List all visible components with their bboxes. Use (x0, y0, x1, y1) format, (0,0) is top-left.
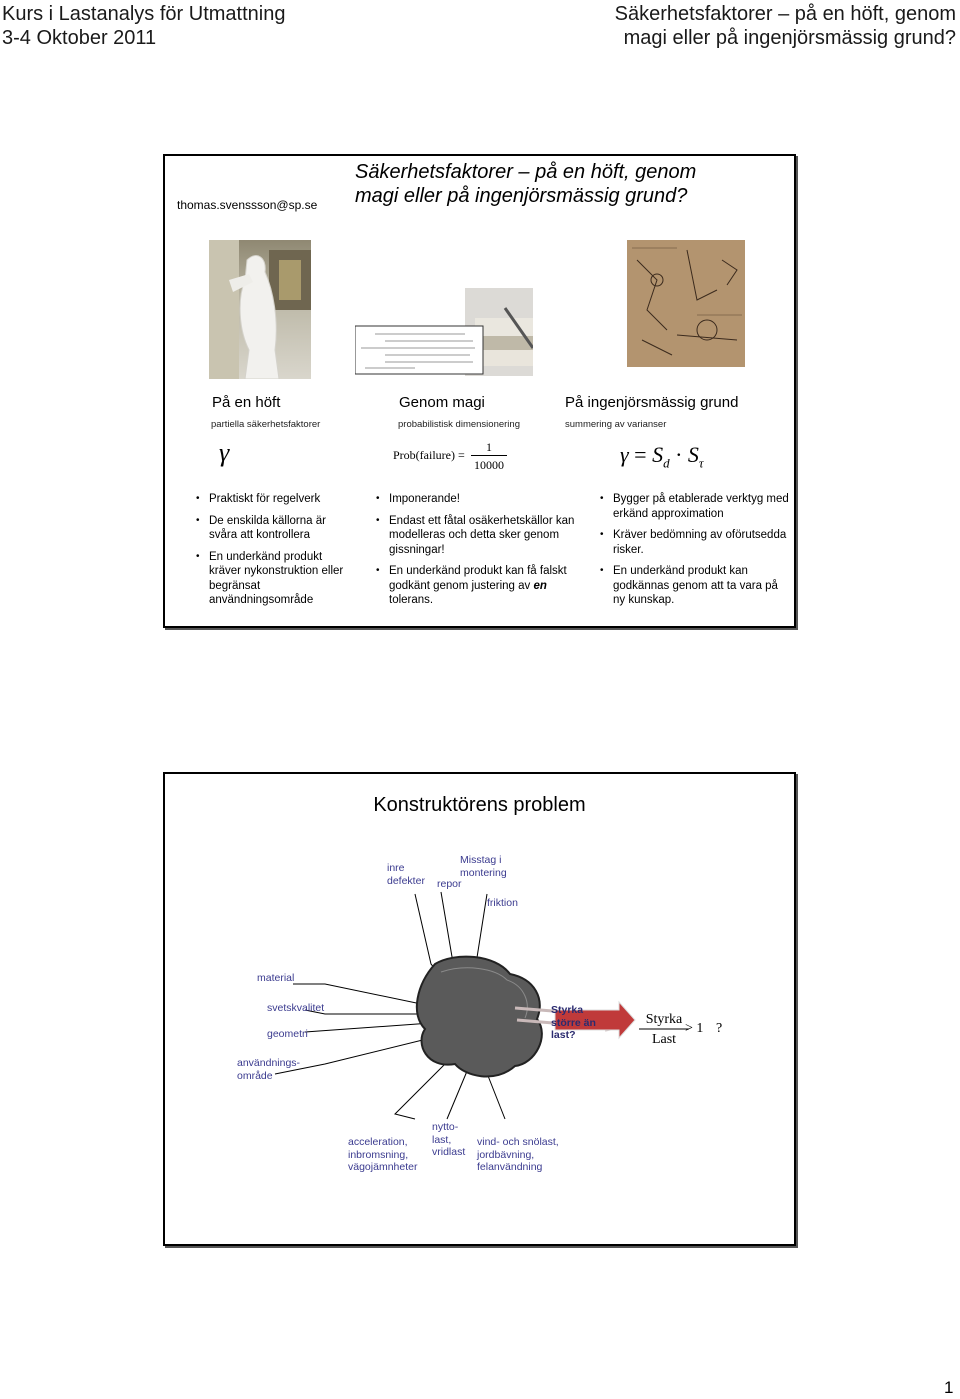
engineering-sketch-image (627, 240, 745, 367)
bullet: En underkänd produkt kan få falskt godkä… (375, 564, 575, 608)
document-title-line2: magi eller på ingenjörsmässig grund? (615, 26, 956, 50)
bullets-ingenjor: Bygger på etablerade verktyg med erkänd … (599, 492, 789, 615)
document-title: Säkerhetsfaktorer – på en höft, genom ma… (615, 2, 956, 50)
ratio-numerator: Styrka (639, 1012, 689, 1028)
label-svetskvalitet: svetskvalitet (267, 1002, 324, 1015)
page-number: 1 (944, 1378, 953, 1398)
slide-title-line2: magi eller på ingenjörsmässig grund? (355, 184, 696, 208)
prob-formula-lhs: Prob(failure) = (393, 448, 465, 463)
column-heading-ingenjor: På ingenjörsmässig grund (565, 394, 738, 411)
column-sub-magi: probabilistisk dimensionering (398, 419, 520, 430)
prob-formula-num: 1 (471, 439, 507, 456)
label-geometri: geometri (267, 1028, 308, 1041)
styrka-storre-an-last: Styrka större än last? (551, 1004, 607, 1042)
label-repor: repor (437, 878, 462, 891)
bullets-hoft: Praktiskt för regelverk De enskilda käll… (195, 492, 355, 615)
bullet: Kräver bedömning av oförutsedda risker. (599, 528, 789, 557)
slide-title-line1: Säkerhetsfaktorer – på en höft, genom (355, 160, 696, 184)
course-date: 3-4 Oktober 2011 (2, 26, 285, 50)
ratio-question: ? (716, 1021, 722, 1037)
label-vindlast: vind- och snölast, jordbävning, felanvän… (477, 1136, 567, 1174)
probabilistic-formulas-image (355, 288, 533, 376)
slide-title: Säkerhetsfaktorer – på en höft, genom ma… (355, 160, 696, 208)
component-blob (417, 957, 542, 1077)
slide-1: thomas.svenssson@sp.se Säkerhetsfaktorer… (163, 154, 796, 628)
label-acceleration: acceleration, inbromsning, vägojämnheter (348, 1136, 428, 1174)
bullet: Bygger på etablerade verktyg med erkänd … (599, 492, 789, 521)
document-title-line1: Säkerhetsfaktorer – på en höft, genom (615, 2, 956, 26)
column-heading-hoft: På en höft (212, 394, 280, 411)
gamma-formula: γ (219, 438, 229, 468)
course-title: Kurs i Lastanalys för Utmattning 3-4 Okt… (2, 2, 285, 50)
statue-photo (209, 240, 311, 379)
column-sub-ingenjor: summering av varianser (565, 419, 666, 430)
load-diagram (165, 774, 794, 1244)
bullet: En underkänd produkt kräver nykonstrukti… (195, 550, 355, 608)
prob-formula-den: 10000 (471, 458, 507, 473)
label-inre-defekter: inre defekter (387, 862, 431, 887)
course-name: Kurs i Lastanalys för Utmattning (2, 2, 285, 26)
label-friktion: friktion (487, 897, 518, 910)
bullet: En underkänd produkt kan godkännas genom… (599, 564, 789, 608)
column-sub-hoft: partiella säkerhetsfaktorer (211, 419, 320, 430)
ratio-comparison: > 1 (685, 1021, 703, 1037)
label-anvandningsomrade: användnings- område (237, 1057, 307, 1082)
label-misstag-montering: Misstag i montering (460, 854, 516, 879)
bullet: Endast ett fåtal osäkerhetskällor kan mo… (375, 514, 575, 558)
ratio-denominator: Last (639, 1032, 689, 1048)
author-email: thomas.svenssson@sp.se (177, 198, 317, 212)
column-heading-magi: Genom magi (399, 394, 485, 411)
bullet: Imponerande! (375, 492, 575, 507)
variance-formula: γ = Sd · Sτ (620, 442, 704, 471)
label-nyttolast: nytto- last, vridlast (432, 1121, 472, 1159)
bullets-magi: Imponerande! Endast ett fåtal osäkerhets… (375, 492, 575, 615)
slide-2: Konstruktörens problem inre defekter Mis… (163, 772, 796, 1246)
label-material: material (257, 972, 294, 985)
bullet: Praktiskt för regelverk (195, 492, 355, 507)
bullet: De enskilda källorna är svåra att kontro… (195, 514, 355, 543)
